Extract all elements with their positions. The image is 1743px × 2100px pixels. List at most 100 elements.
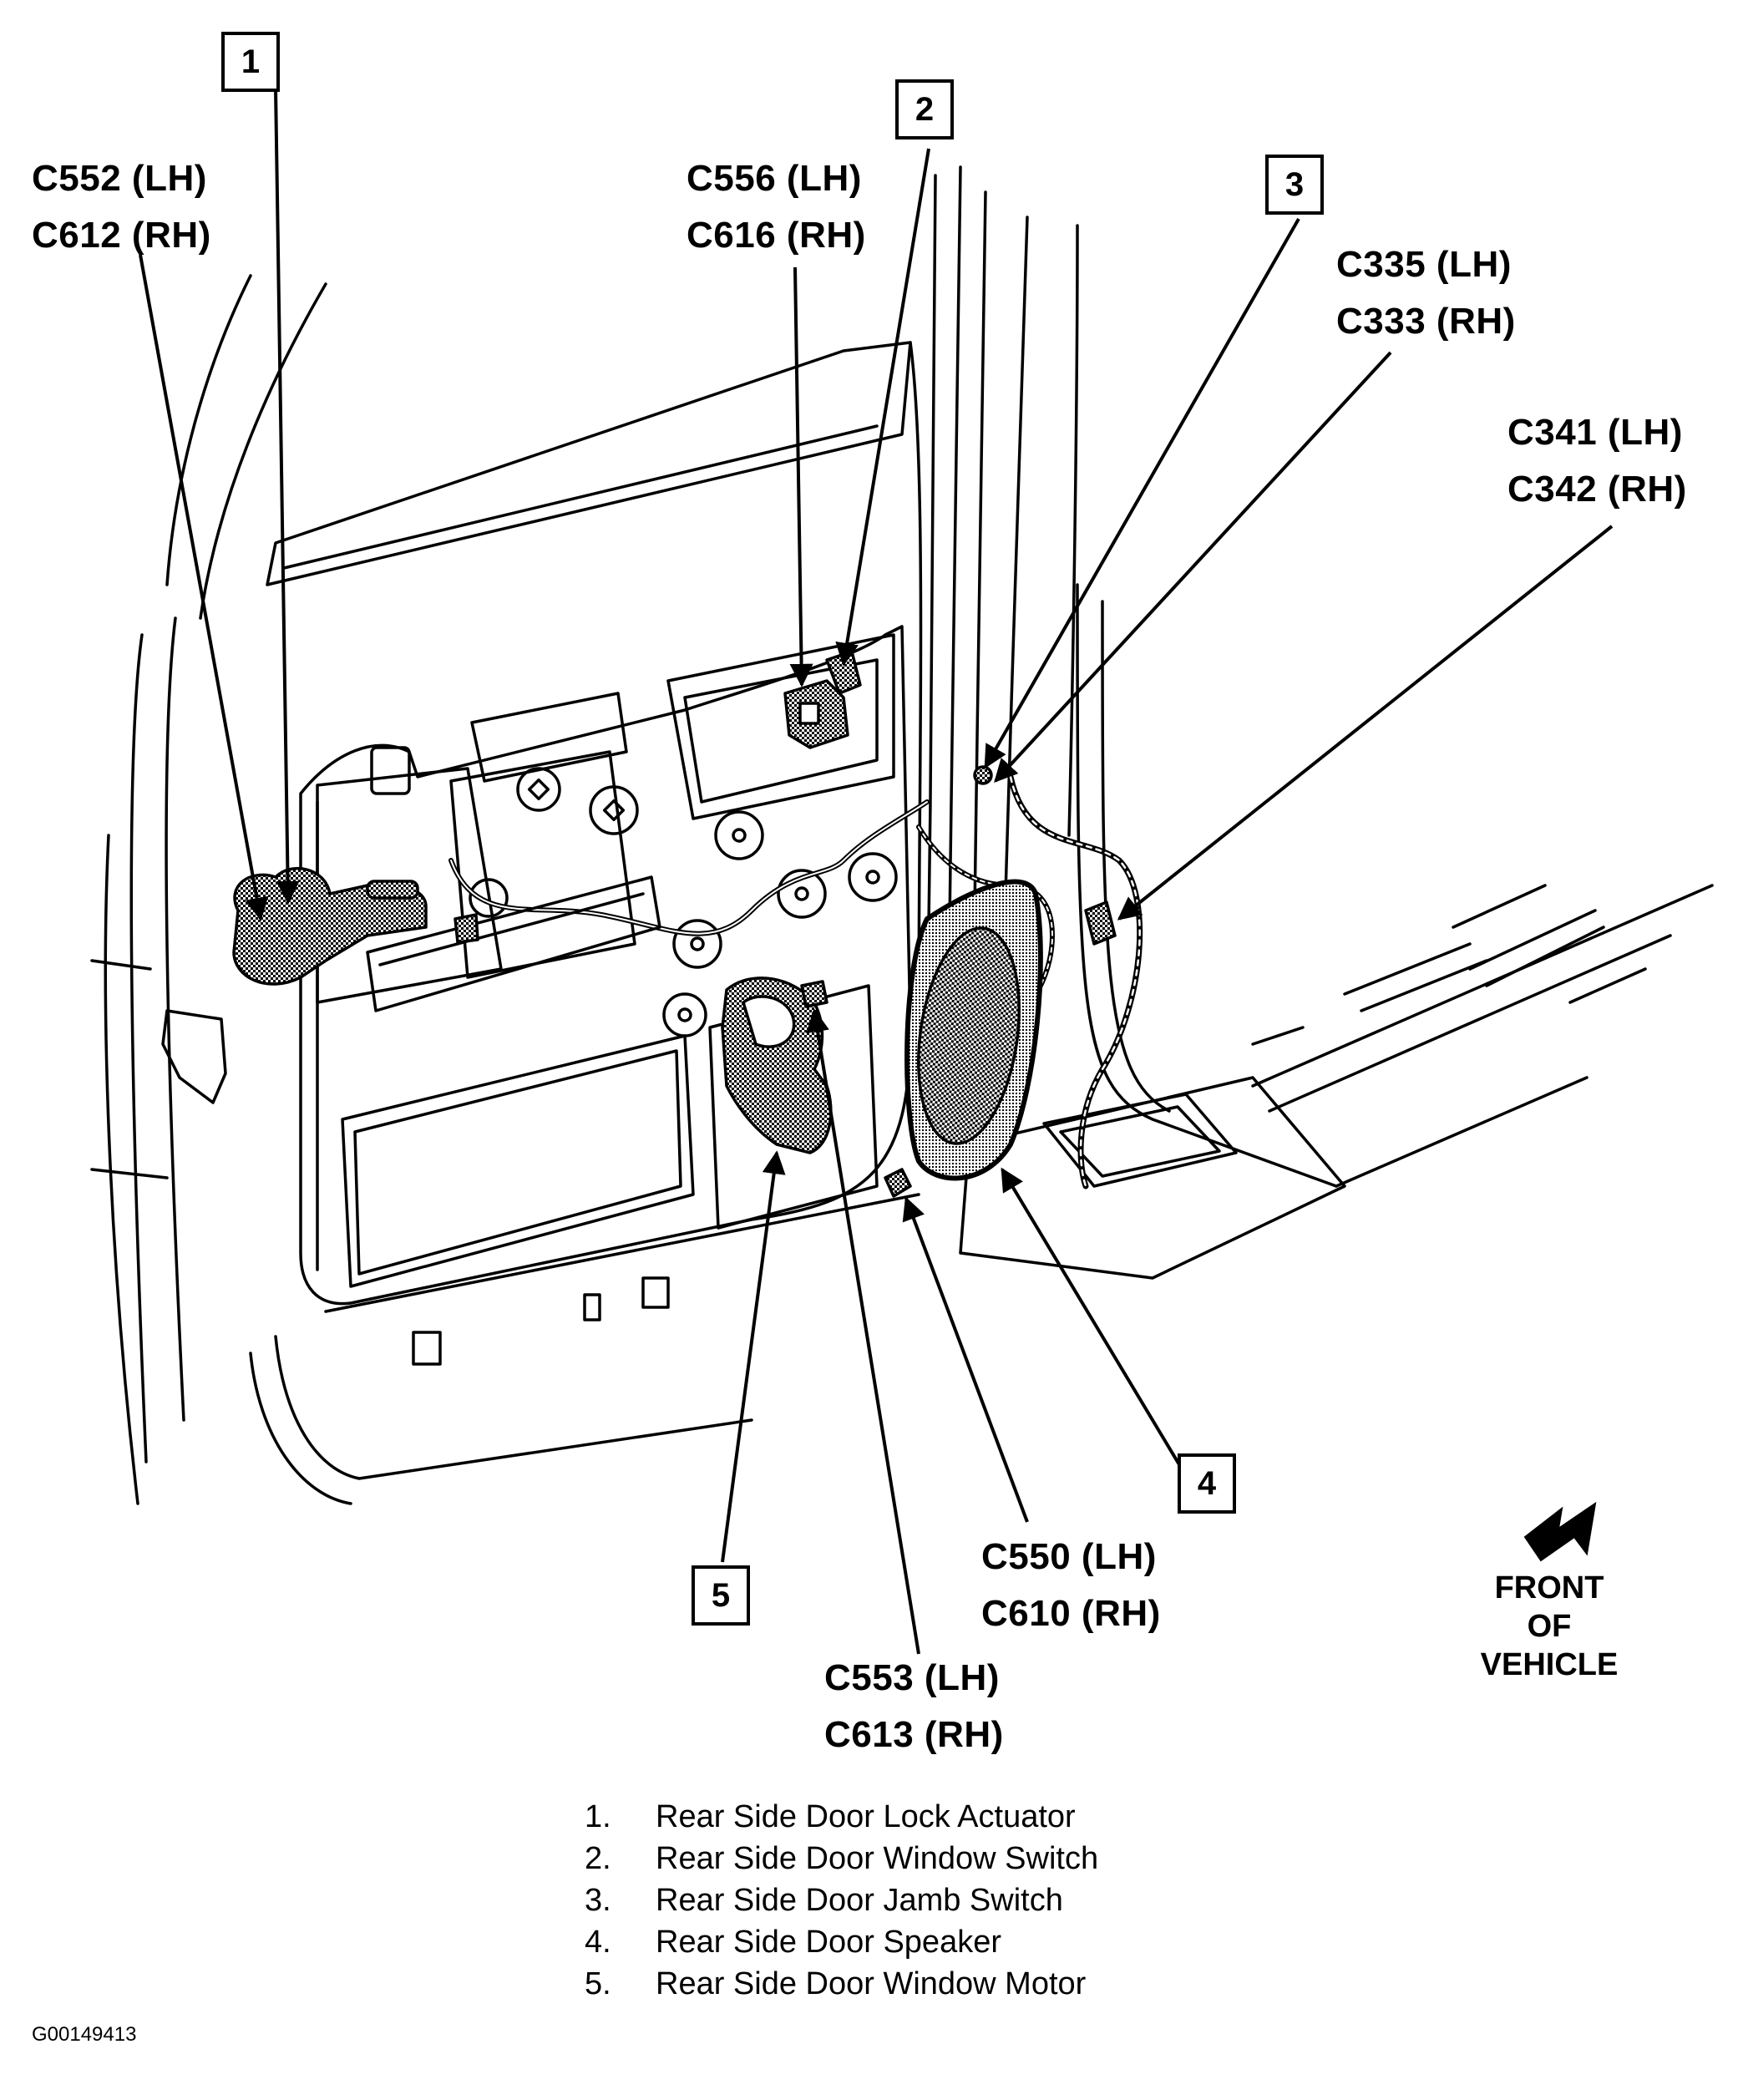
rear-pillar-curve	[1076, 583, 1338, 1188]
callout-2: 2	[895, 79, 954, 139]
connector-label-c335: C335 (LH) C333 (RH)	[1336, 236, 1516, 350]
callout-3: 3	[1265, 155, 1324, 215]
component-legend: 1.Rear Side Door Lock Actuator 2. Rear Si…	[585, 1796, 1098, 2005]
legend-item: 5. Rear Side Door Window Motor	[585, 1963, 1098, 2005]
pocket-upper-inner	[378, 892, 645, 966]
sill-plate-outline	[959, 1076, 1346, 1280]
connector-label-c552: C552 (LH) C612 (RH)	[32, 150, 211, 264]
door-tab	[641, 1276, 670, 1309]
pocket-lower	[341, 1034, 695, 1288]
jamb-switch	[973, 765, 993, 785]
window-channel-f	[1067, 224, 1079, 837]
leader-c550	[902, 1196, 1029, 1523]
legend-item: 3. Rear Side Door Jamb Switch	[585, 1879, 1098, 1921]
connector-rh: C612 (RH)	[32, 215, 211, 256]
callout-4: 4	[1178, 1453, 1236, 1514]
rear-pillar-curve2	[1101, 600, 1171, 1113]
grommet	[714, 810, 764, 860]
sill-ridge-3	[1468, 909, 1597, 971]
body-top-left2	[199, 282, 327, 620]
door-top-rail	[266, 341, 912, 586]
switch-bracket	[666, 633, 895, 820]
sill-ridge-2	[1360, 959, 1488, 1012]
legend-text: Rear Side Door Window Motor	[656, 1966, 1087, 2001]
speaker-cone	[917, 926, 1021, 1145]
leader-5	[721, 1150, 786, 1563]
latch-plate	[449, 750, 636, 979]
sill-ridge-7	[1251, 1026, 1305, 1046]
callout-3-number: 3	[1284, 165, 1305, 203]
window-motor-gear	[742, 995, 796, 1048]
callout-5: 5	[692, 1565, 750, 1626]
legend-item: 2. Rear Side Door Window Switch	[585, 1838, 1098, 1879]
leader-c553	[806, 1008, 920, 1655]
pocket-lower-inner	[353, 1049, 682, 1276]
lock-actuator-rod	[366, 880, 419, 900]
connector-lh: C550 (LH)	[981, 1536, 1157, 1577]
sill-line-1	[1251, 884, 1714, 1088]
vehicle-line: VEHICLE	[1480, 1647, 1619, 1682]
sill-line-2	[1268, 934, 1672, 1113]
pocket-upper	[366, 875, 661, 1012]
leader-3	[984, 218, 1300, 769]
body-left-outer	[104, 834, 139, 1505]
legend-number: 3.	[585, 1883, 611, 1918]
legend-item: 4.Rear Side Door Speaker	[585, 1921, 1098, 1963]
connector-rh: C613 (RH)	[824, 1714, 1004, 1755]
connector-lh: C556 (LH)	[687, 158, 862, 199]
grommet	[672, 919, 722, 969]
callout-1: 1	[221, 32, 280, 92]
grommet	[848, 852, 898, 902]
legend-number: 2.	[585, 1841, 611, 1876]
connector-lh: C341 (LH)	[1507, 412, 1683, 453]
rivet	[516, 767, 561, 812]
sill-ridge-4	[1485, 926, 1605, 987]
connector-label-c553: C553 (LH) C613 (RH)	[824, 1650, 1004, 1763]
body-top-left	[165, 274, 252, 586]
legend-item: 1.Rear Side Door Lock Actuator	[585, 1796, 1098, 1838]
body-side-flap-cut2	[90, 1168, 169, 1179]
leader-c556	[789, 266, 813, 687]
sill-ridge-1	[1343, 942, 1472, 996]
wire-harness-main-inner	[450, 801, 928, 935]
connector-lh: C553 (LH)	[824, 1657, 1000, 1698]
leader-c335	[994, 351, 1392, 784]
legend-text: Rear Side Door Window Switch	[656, 1841, 1099, 1876]
body-left-pillar-inner	[165, 616, 185, 1422]
connector-lh: C335 (LH)	[1336, 244, 1512, 285]
door-tab	[583, 1293, 601, 1321]
rivet-square	[602, 799, 626, 822]
grommet	[777, 869, 827, 919]
floor-vent-outer	[1042, 1093, 1238, 1188]
connector-label-c556: C556 (LH) C616 (RH)	[687, 150, 866, 264]
door-tab	[412, 1331, 442, 1366]
connector-lh: C552 (LH)	[32, 158, 207, 199]
legend-number: 4.	[585, 1925, 611, 1960]
connector-c550	[884, 1168, 912, 1198]
callout-4-number: 4	[1197, 1464, 1217, 1502]
body-lower-left-curve	[274, 1335, 753, 1480]
window-channel-a	[909, 341, 923, 1037]
window-switch-face	[798, 702, 820, 725]
leader-c552	[139, 254, 269, 921]
grommet	[662, 992, 707, 1037]
body-lower-left-curve2	[249, 1352, 352, 1505]
door-top-rail-inner	[282, 424, 879, 570]
of-line: OF	[1527, 1609, 1572, 1644]
connector-label-c550: C550 (LH) C610 (RH)	[981, 1529, 1161, 1642]
leader-2	[835, 148, 930, 667]
connector-c341	[1084, 900, 1117, 946]
latch-plate-top	[470, 692, 628, 783]
connector-rh: C333 (RH)	[1336, 301, 1516, 342]
rivet	[469, 878, 509, 918]
legend-text: Rear Side Door Jamb Switch	[656, 1883, 1063, 1918]
wire-harness-main	[448, 799, 930, 936]
rivet-square	[527, 778, 550, 801]
legend-text: Rear Side Door Lock Actuator	[656, 1799, 1076, 1834]
leader-1	[274, 87, 300, 905]
rivet	[589, 785, 639, 835]
legend-number: 5.	[585, 1966, 611, 2001]
floor-vent-inner	[1059, 1105, 1221, 1178]
leader-c341	[1117, 525, 1614, 921]
